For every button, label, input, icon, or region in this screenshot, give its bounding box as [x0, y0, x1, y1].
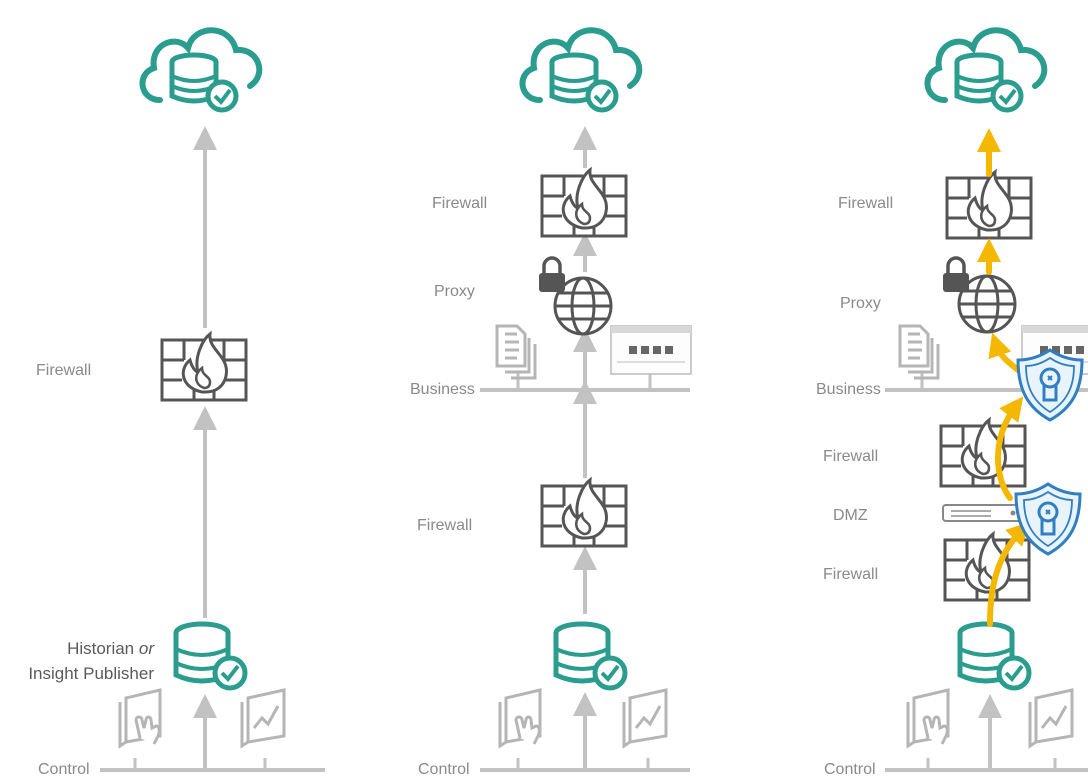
historian-label-line1: Historian: [67, 639, 139, 658]
documents-icon: [495, 324, 537, 380]
trend-chart-icon: [622, 688, 668, 748]
firewall-label: Firewall: [417, 517, 473, 534]
documents-icon: [898, 324, 940, 380]
firewall-icon: [945, 170, 1033, 240]
cloud-database-icon: [928, 30, 1045, 110]
control-label: Control: [418, 761, 470, 778]
shield-icon: [1016, 348, 1084, 422]
touch-screen-icon: [906, 688, 950, 748]
historian-label: Historian or: [67, 638, 154, 660]
column-2: [480, 30, 692, 772]
firewall-icon: [939, 418, 1027, 488]
proxy-label: Proxy: [434, 283, 475, 300]
padlock-icon: [537, 256, 567, 294]
dmz-label: DMZ: [833, 507, 868, 524]
flow-arrow: [995, 396, 1024, 501]
database-icon: [960, 624, 1029, 688]
firewall-label: Firewall: [823, 448, 879, 465]
padlock-icon: [941, 256, 971, 294]
flow-arrow: [987, 521, 1031, 627]
firewall-label: Firewall: [432, 195, 488, 212]
business-label: Business: [410, 381, 475, 398]
touch-screen-icon: [118, 688, 162, 748]
firewall-icon: [540, 478, 628, 548]
cloud-database-icon: [523, 30, 640, 110]
column-3: [885, 30, 1088, 772]
touch-screen-icon: [498, 688, 542, 748]
column-1: [100, 30, 325, 772]
insight-publisher-label: Insight Publisher: [28, 664, 154, 683]
firewall-icon: [540, 168, 628, 238]
database-icon: [176, 624, 245, 688]
firewall-icon: [943, 532, 1031, 602]
cloud-database-icon: [143, 30, 260, 110]
secure-data-flow: [977, 128, 1031, 627]
proxy-label: Proxy: [840, 295, 881, 312]
historian-label-or: or: [138, 639, 154, 658]
trend-chart-icon: [1028, 688, 1074, 748]
firewall-label: Firewall: [838, 195, 894, 212]
trend-chart-icon: [240, 688, 286, 748]
firewall-icon: [160, 332, 248, 402]
business-label: Business: [816, 381, 881, 398]
firewall-label: Firewall: [823, 566, 879, 583]
control-label: Control: [38, 761, 90, 778]
dashboard-screen-icon: [610, 325, 692, 375]
firewall-label: Firewall: [36, 362, 92, 379]
database-icon: [556, 624, 625, 688]
flow-arrow: [988, 332, 1021, 373]
control-label: Control: [824, 761, 876, 778]
